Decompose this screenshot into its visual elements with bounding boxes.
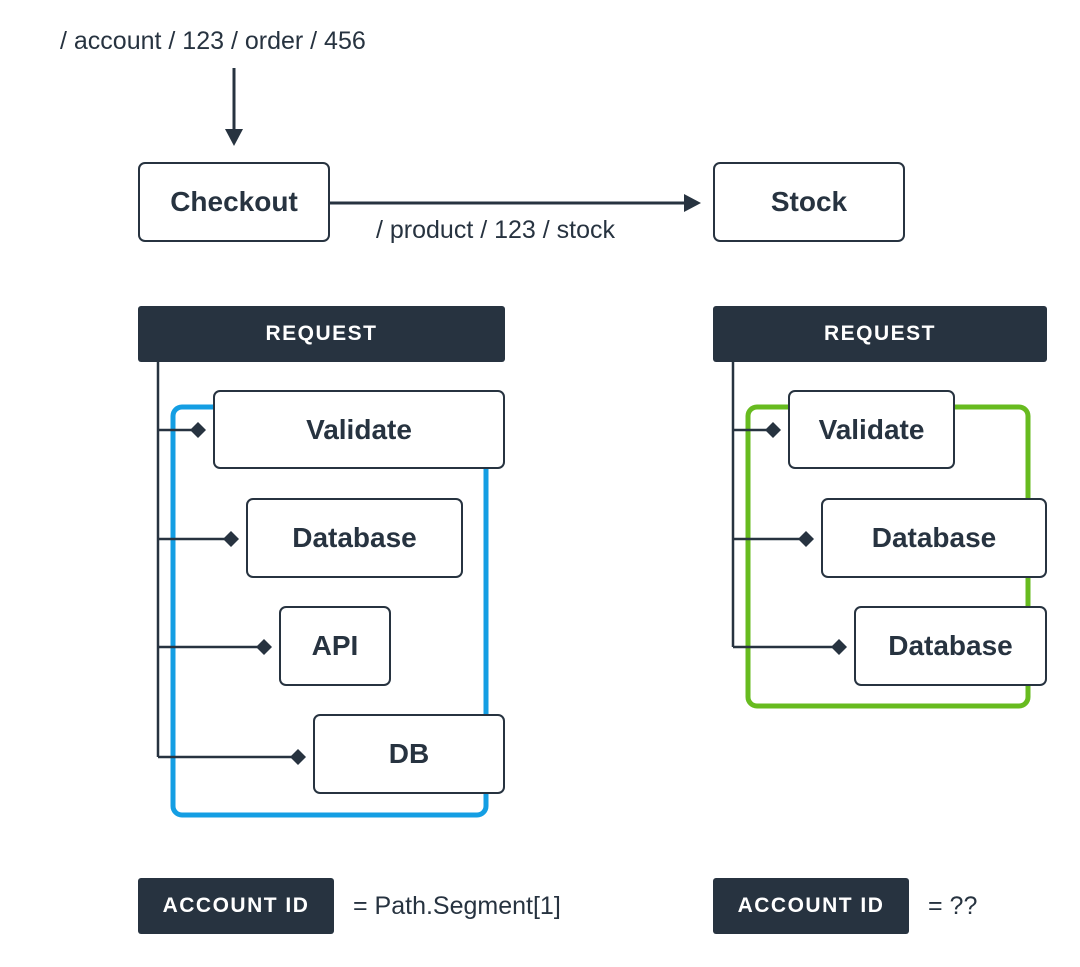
- stock-service-box: Stock: [713, 162, 905, 242]
- left-step-database: Database: [246, 498, 463, 578]
- checkout-service-box: Checkout: [138, 162, 330, 242]
- call-path-label: / product / 123 / stock: [376, 216, 616, 244]
- right-tree-diamonds: [765, 422, 847, 655]
- call-arrow-head: [684, 194, 701, 212]
- right-account-id-badge: ACCOUNT ID: [713, 878, 909, 934]
- right-step-database-2: Database: [854, 606, 1047, 686]
- left-step-validate: Validate: [213, 390, 505, 469]
- right-step-validate: Validate: [788, 390, 955, 469]
- left-tree-diamonds: [190, 422, 306, 765]
- right-step-database-1: Database: [821, 498, 1047, 578]
- request-path-label: / account / 123 / order / 456: [60, 27, 366, 55]
- left-step-api: API: [279, 606, 391, 686]
- left-step-db: DB: [313, 714, 505, 794]
- left-account-id-badge: ACCOUNT ID: [138, 878, 334, 934]
- left-request-header: REQUEST: [138, 306, 505, 362]
- right-account-id-value: = ??: [928, 892, 978, 920]
- incoming-arrow-head: [225, 129, 243, 146]
- right-request-header: REQUEST: [713, 306, 1047, 362]
- left-account-id-value: = Path.Segment[1]: [353, 892, 561, 920]
- right-tree-connectors: [731, 362, 839, 649]
